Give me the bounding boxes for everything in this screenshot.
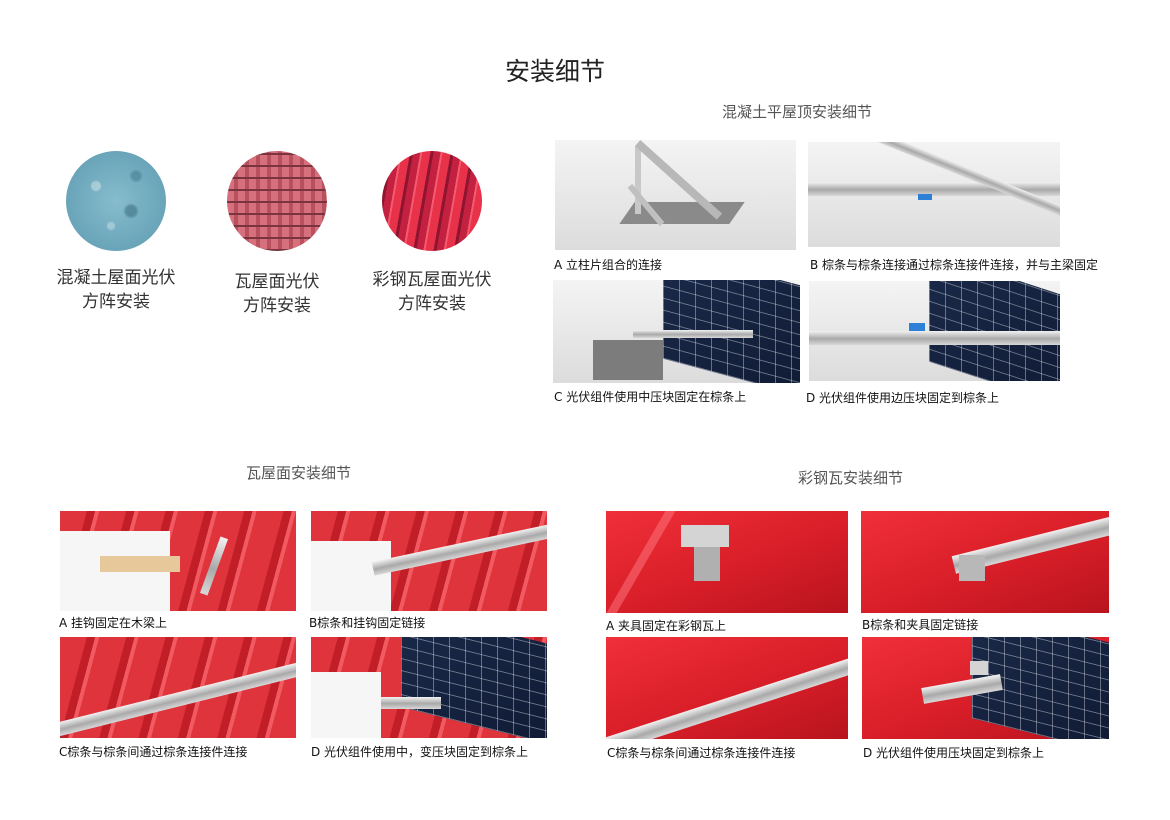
photo-steel-d (862, 637, 1109, 739)
roof-type-concrete: 混凝土屋面光伏 方阵安装 (41, 266, 191, 314)
photo-steel-c (606, 637, 848, 739)
caption-steel-a: A 夹具固定在彩钢瓦上 (606, 619, 727, 633)
section-title-concrete: 混凝土平屋顶安装细节 (722, 103, 873, 121)
roof-type-line2: 方阵安装 (398, 294, 466, 314)
caption-concrete-a: A 立柱片组合的连接 (554, 258, 663, 272)
caption-tile-b: B棕条和挂钩固定链接 (309, 616, 426, 630)
caption-steel-d: D 光伏组件使用压块固定到棕条上 (863, 746, 1045, 760)
photo-concrete-d (809, 281, 1060, 381)
photo-concrete-c (553, 280, 800, 383)
caption-concrete-b: B 棕条与棕条连接通过棕条连接件连接，并与主梁固定 (810, 258, 1099, 272)
caption-steel-c: C棕条与棕条间通过棕条连接件连接 (607, 746, 796, 760)
roof-type-line2: 方阵安装 (82, 292, 150, 312)
page-title: 安装细节 (504, 57, 605, 86)
caption-tile-a: A 挂钩固定在木梁上 (59, 616, 168, 630)
concrete-texture-icon (66, 151, 166, 251)
steel-texture-icon (382, 151, 482, 251)
photo-tile-b (311, 511, 547, 611)
roof-type-tile: 瓦屋面光伏 方阵安装 (202, 270, 352, 318)
roof-type-line1: 混凝土屋面光伏 (56, 268, 176, 288)
photo-tile-d (311, 637, 547, 738)
photo-steel-a (606, 511, 848, 613)
roof-type-steel: 彩钢瓦屋面光伏 方阵安装 (357, 268, 507, 316)
roof-type-line2: 方阵安装 (243, 296, 311, 316)
section-title-tile: 瓦屋面安装细节 (246, 464, 352, 482)
section-title-steel: 彩钢瓦安装细节 (798, 469, 904, 487)
photo-concrete-b (808, 142, 1060, 247)
photo-tile-a (60, 511, 296, 611)
caption-tile-c: C棕条与棕条间通过棕条连接件连接 (59, 745, 248, 759)
caption-concrete-d: D 光伏组件使用边压块固定到棕条上 (806, 391, 1000, 405)
caption-steel-b: B棕条和夹具固定链接 (862, 618, 979, 632)
photo-tile-c (60, 637, 296, 738)
caption-concrete-c: C 光伏组件使用中压块固定在棕条上 (554, 390, 747, 404)
roof-type-line1: 瓦屋面光伏 (234, 272, 320, 292)
photo-concrete-a (555, 140, 796, 250)
tile-texture-icon (227, 151, 327, 251)
caption-tile-d: D 光伏组件使用中，变压块固定到棕条上 (311, 745, 529, 759)
photo-steel-b (861, 511, 1109, 613)
roof-type-line1: 彩钢瓦屋面光伏 (372, 270, 492, 290)
